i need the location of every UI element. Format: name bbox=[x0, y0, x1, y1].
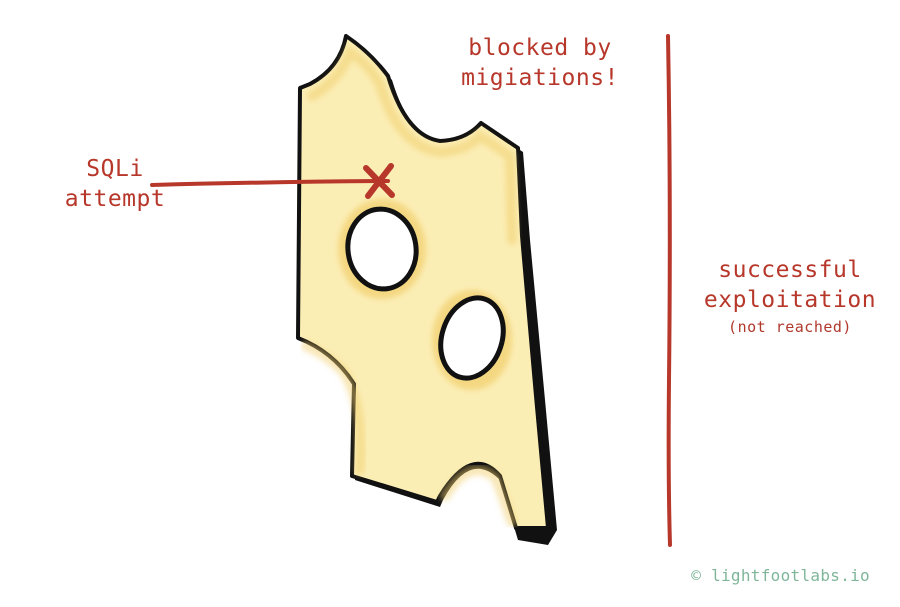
cheese-hole bbox=[438, 295, 506, 381]
success-label-line-1: successful bbox=[718, 257, 862, 283]
attack-path-line bbox=[150, 179, 390, 187]
success-label: successful exploitation (not reached) bbox=[690, 256, 890, 337]
x-mark-icon bbox=[363, 163, 395, 199]
sqli-label-line-2: attempt bbox=[64, 185, 166, 212]
cheese-hole bbox=[345, 206, 419, 292]
copyright-footer[interactable]: © lightfootlabs.io bbox=[691, 566, 870, 585]
success-label-line-2: exploitation bbox=[703, 286, 877, 313]
blocked-label: blocked by migiations! bbox=[440, 34, 640, 94]
blocked-label-line-2: migiations! bbox=[461, 64, 619, 91]
cheese-bite-shading bbox=[301, 341, 366, 475]
success-note: (not reached) bbox=[728, 317, 852, 336]
cheese-rim-shading bbox=[307, 44, 517, 245]
cheese-bottom-bite-shading bbox=[440, 465, 517, 527]
cheese-slice bbox=[296, 34, 550, 530]
sqli-attempt-label: SQLi attempt bbox=[40, 155, 190, 215]
sqli-label-line-1: SQLi bbox=[86, 156, 144, 182]
exploitation-boundary-line bbox=[666, 34, 672, 547]
blocked-label-line-1: blocked by bbox=[468, 35, 612, 61]
